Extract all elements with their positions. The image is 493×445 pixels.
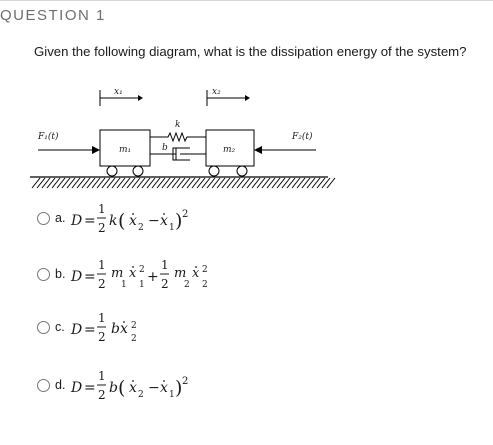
svg-text:1: 1 <box>121 280 127 290</box>
mass2-block <box>205 129 255 167</box>
option-d-radio[interactable] <box>37 379 50 392</box>
question-number: QUESTION 1 <box>0 7 106 24</box>
svg-text:D: D <box>70 322 82 338</box>
mass1-block <box>99 129 151 167</box>
force1-arrow <box>38 146 100 154</box>
svg-text:x: x <box>160 380 168 396</box>
spring-label: k <box>175 120 180 130</box>
force1-label: F₁(t) <box>37 131 59 142</box>
ground-hatching <box>30 176 336 189</box>
damper-label: b <box>162 143 168 153</box>
svg-text:x: x <box>120 321 128 337</box>
option-c[interactable]: c. D = 1 2 b x 2 2 <box>37 311 337 372</box>
svg-text:x: x <box>160 213 168 229</box>
mass2-label: m₂ <box>223 145 236 155</box>
spring <box>150 131 206 143</box>
option-d[interactable]: d. D = 1 2 b ( x 2 − x 1 ) 2 <box>37 368 337 428</box>
option-d-letter: d. <box>55 378 66 392</box>
svg-text:m: m <box>174 266 186 281</box>
svg-text:−: − <box>148 380 160 396</box>
option-c-letter: c. <box>55 320 65 334</box>
x2-label: x₂ <box>212 87 221 97</box>
svg-text:1: 1 <box>169 223 175 233</box>
svg-text:=: = <box>84 269 96 285</box>
option-a-radio[interactable] <box>37 212 50 225</box>
svg-text:k: k <box>109 213 117 229</box>
option-b-letter: b. <box>55 267 66 281</box>
svg-text:): ) <box>175 210 182 232</box>
svg-text:b: b <box>109 380 118 396</box>
svg-text:2: 2 <box>139 265 145 275</box>
svg-text:): ) <box>175 377 182 399</box>
svg-text:D: D <box>70 213 82 229</box>
svg-text:=: = <box>84 213 96 229</box>
svg-text:1: 1 <box>98 258 106 272</box>
question-text: Given the following diagram, what is the… <box>34 44 467 59</box>
option-a[interactable]: a. D = 1 2 k ( x 2 − x 1 ) 2 <box>37 200 337 260</box>
svg-text:2: 2 <box>131 334 137 344</box>
mass1-label: m₁ <box>119 145 131 155</box>
svg-text:2: 2 <box>182 209 188 220</box>
svg-text:1: 1 <box>169 390 175 400</box>
svg-text:=: = <box>84 380 96 396</box>
svg-text:(: ( <box>118 377 125 399</box>
svg-text:1: 1 <box>98 369 106 383</box>
svg-text:2: 2 <box>161 277 169 291</box>
svg-text:2: 2 <box>98 277 106 291</box>
svg-text:1: 1 <box>161 258 169 272</box>
x2-displacement-arrow <box>206 90 250 106</box>
option-c-radio[interactable] <box>37 321 50 334</box>
option-c-formula: D = 1 2 b x 2 2 <box>70 311 137 344</box>
option-a-formula: D = 1 2 k ( x 2 − x 1 ) 2 <box>70 202 188 235</box>
svg-text:b: b <box>111 321 120 337</box>
svg-text:2: 2 <box>182 376 188 387</box>
svg-text:2: 2 <box>98 221 106 235</box>
force2-arrow <box>254 146 316 154</box>
svg-text:+: + <box>147 269 159 285</box>
svg-text:2: 2 <box>202 280 208 290</box>
svg-text:2: 2 <box>184 280 190 290</box>
svg-text:2: 2 <box>138 390 144 400</box>
x1-label: x₁ <box>114 87 123 97</box>
top-divider <box>0 0 493 1</box>
svg-text:−: − <box>148 213 160 229</box>
mass1-wheel-right <box>132 165 144 177</box>
svg-text:1: 1 <box>139 280 145 290</box>
mass1-wheel-left <box>106 165 118 177</box>
svg-text:2: 2 <box>131 321 137 331</box>
mass2-wheel-right <box>236 165 248 177</box>
option-b-radio[interactable] <box>37 268 50 281</box>
force2-label: F₂(t) <box>291 131 313 142</box>
svg-text:x: x <box>129 266 137 281</box>
svg-text:2: 2 <box>202 265 208 275</box>
svg-text:x: x <box>129 213 137 229</box>
option-b-formula: D = 1 2 m 1 x 2 1 + 1 2 m 2 x 2 2 <box>70 258 208 291</box>
option-d-formula: D = 1 2 b ( x 2 − x 1 ) 2 <box>70 369 188 402</box>
svg-text:m: m <box>111 266 123 281</box>
svg-text:D: D <box>70 380 82 396</box>
x1-displacement-arrow <box>99 90 143 106</box>
svg-text:=: = <box>84 322 96 338</box>
option-b[interactable]: b. D = 1 2 m 1 x 2 1 + 1 2 m 2 x 2 2 <box>37 258 337 318</box>
svg-text:D: D <box>70 269 82 285</box>
svg-text:x: x <box>192 266 200 281</box>
svg-text:2: 2 <box>98 330 106 344</box>
svg-text:1: 1 <box>98 202 106 216</box>
svg-text:1: 1 <box>98 311 106 325</box>
svg-text:2: 2 <box>138 223 144 233</box>
damper <box>150 147 206 161</box>
svg-text:2: 2 <box>98 388 106 402</box>
svg-text:x: x <box>129 380 137 396</box>
mass2-wheel-left <box>208 165 220 177</box>
option-a-letter: a. <box>55 211 66 225</box>
svg-text:(: ( <box>118 210 125 232</box>
mass-spring-damper-diagram: x₁ x₂ F₁(t) m₁ k b m₂ F₂(t) <box>30 87 336 189</box>
